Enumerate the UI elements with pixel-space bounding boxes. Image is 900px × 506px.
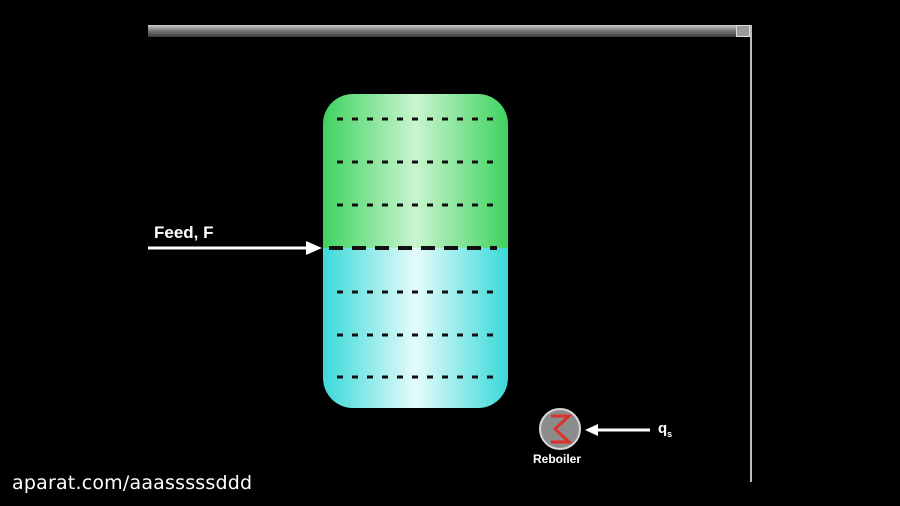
stripping-section — [323, 248, 508, 408]
heat-input-arrow — [585, 424, 650, 436]
feed-label: Feed, F — [154, 223, 214, 242]
window-title-bar — [148, 25, 752, 37]
window-border — [750, 25, 752, 482]
column-body — [323, 94, 508, 408]
reboiler-icon — [539, 408, 581, 450]
heat-label-main: q — [658, 420, 668, 437]
heat-label: qs — [658, 420, 672, 439]
feed-arrow — [148, 241, 322, 255]
window-control-icon[interactable] — [736, 25, 750, 37]
rectifying-section — [323, 94, 508, 248]
reboiler-label: Reboiler — [533, 452, 582, 466]
trays — [329, 117, 497, 379]
heat-label-subscript: s — [667, 429, 673, 439]
watermark: aparat.com/aaasssssddd — [12, 472, 253, 494]
